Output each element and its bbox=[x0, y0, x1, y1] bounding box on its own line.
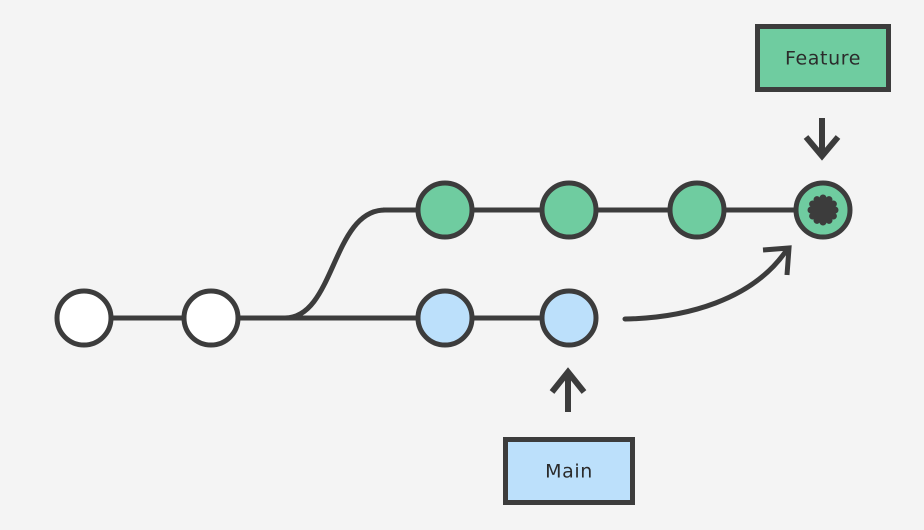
merge-arrow-head bbox=[762, 245, 792, 276]
commit-node-feature-3[interactable] bbox=[667, 180, 727, 240]
main-label-group: Main bbox=[503, 367, 635, 505]
feature-label-box[interactable] bbox=[755, 24, 891, 92]
arrow-up-icon bbox=[549, 367, 587, 412]
commit-node-main-1[interactable] bbox=[415, 288, 475, 348]
arrow-up-head bbox=[549, 367, 587, 394]
feature-label-text: Feature bbox=[785, 48, 861, 70]
main-label-box[interactable] bbox=[503, 437, 635, 505]
main-label-text: Main bbox=[545, 461, 593, 483]
commit-node-feature-1[interactable] bbox=[415, 180, 475, 240]
merge-arrow-curve bbox=[622, 248, 789, 322]
feature-label-group: Feature bbox=[755, 24, 891, 161]
merge-arrow bbox=[622, 245, 792, 322]
commit-node-root-1[interactable] bbox=[54, 288, 114, 348]
feature-branch-fork-curve bbox=[282, 207, 388, 321]
arrow-down-icon bbox=[803, 118, 841, 161]
arrow-down-head bbox=[803, 135, 841, 161]
commit-node-root-2[interactable] bbox=[181, 288, 241, 348]
main-branch-commits bbox=[54, 288, 599, 348]
commit-node-feature-2[interactable] bbox=[539, 180, 599, 240]
feature-branch-commits bbox=[415, 180, 853, 240]
asterisk-icon bbox=[807, 194, 839, 226]
commit-node-main-2[interactable] bbox=[539, 288, 599, 348]
